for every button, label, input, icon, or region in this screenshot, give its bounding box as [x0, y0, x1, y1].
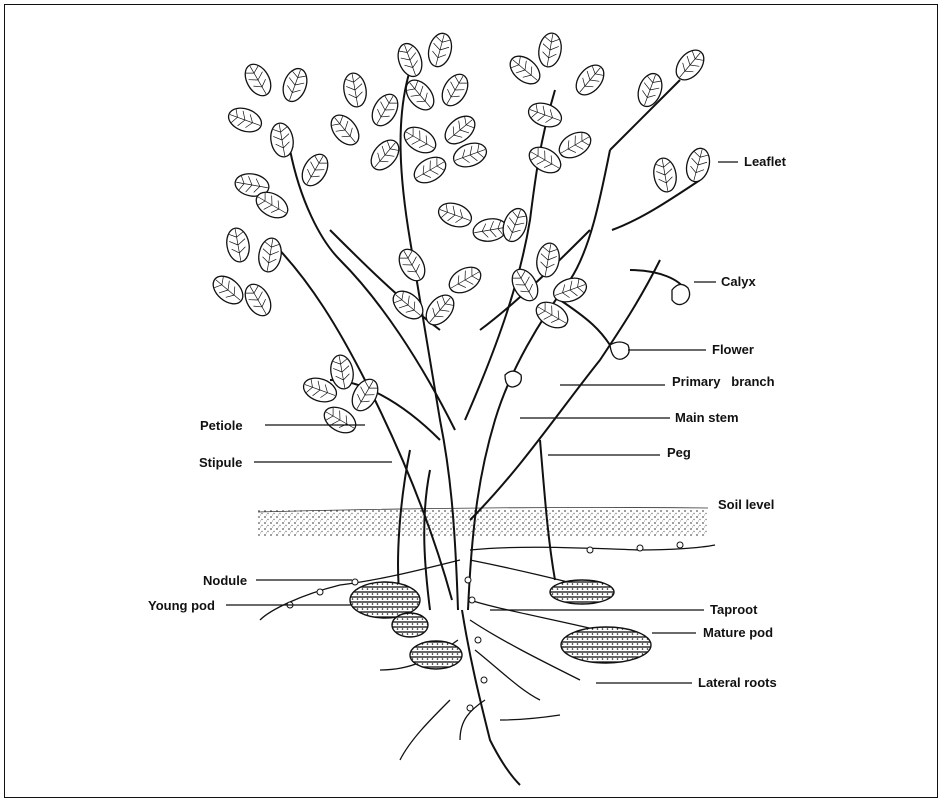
label-taproot: Taproot	[710, 602, 757, 618]
label-flower: Flower	[712, 342, 754, 358]
label-stipule: Stipule	[199, 455, 242, 471]
label-young-pod: Young pod	[148, 598, 215, 614]
label-lateral-roots: Lateral roots	[698, 675, 777, 691]
label-leaflet: Leaflet	[744, 154, 786, 170]
label-nodule: Nodule	[203, 573, 247, 589]
leaflets	[208, 31, 713, 438]
roots	[260, 545, 715, 785]
soil-band	[258, 510, 708, 536]
nodules	[287, 542, 683, 711]
label-primary-branch: Primary branch	[672, 374, 775, 390]
label-main-stem: Main stem	[675, 410, 739, 426]
label-petiole: Petiole	[200, 418, 243, 434]
label-soil-level: Soil level	[718, 497, 774, 513]
label-mature-pod: Mature pod	[703, 625, 773, 641]
label-calyx: Calyx	[721, 274, 756, 290]
label-peg: Peg	[667, 445, 691, 461]
pods	[350, 580, 651, 669]
